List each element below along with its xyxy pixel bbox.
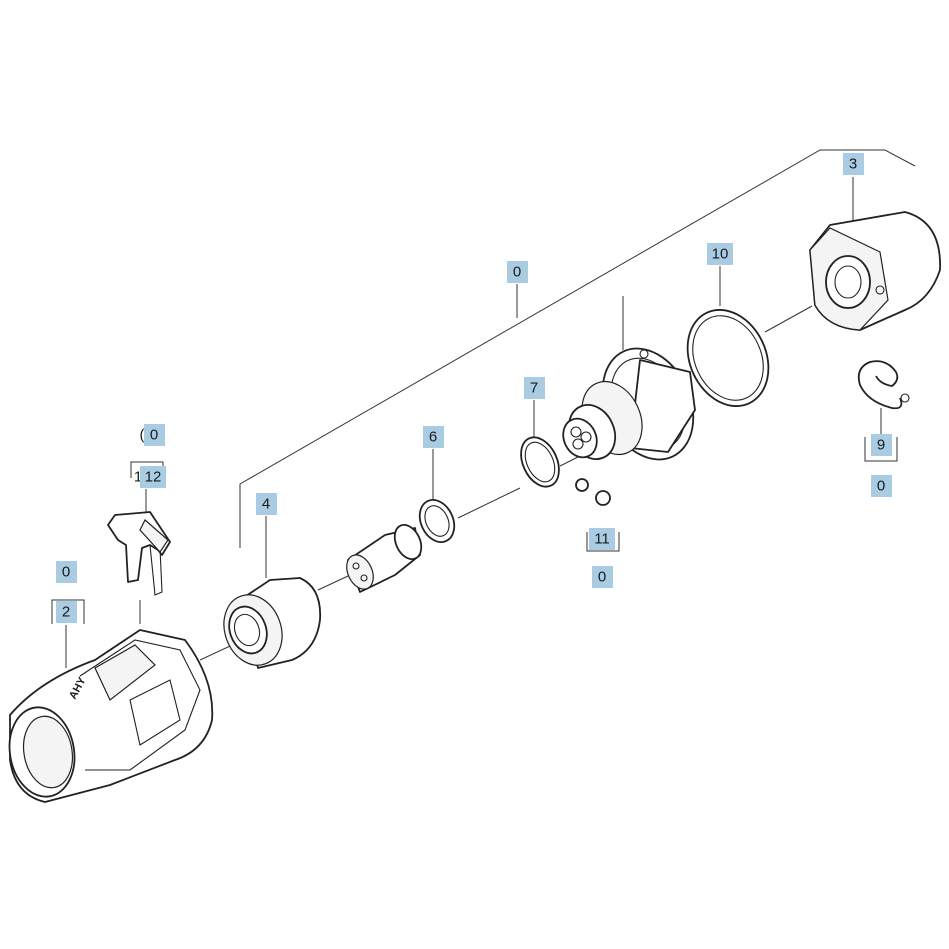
svg-text:0: 0 [62, 564, 70, 581]
part-union-nut [223, 577, 322, 669]
callout-2-top: 0 [56, 561, 77, 583]
svg-text:11: 11 [594, 531, 610, 548]
callout-12: 1 12 [134, 466, 166, 488]
callout-9: 9 [871, 434, 892, 456]
callout-11: 11 [589, 528, 615, 550]
leader-lines [51, 149, 916, 668]
svg-text:7: 7 [530, 380, 538, 397]
svg-text:4: 4 [262, 496, 270, 513]
callout-9-sub: 0 [871, 475, 892, 497]
svg-text:(: ( [140, 427, 145, 444]
callout-12-top: ( 0 [140, 424, 165, 446]
part-nozzle-insert [346, 524, 423, 593]
callout-7: 7 [524, 377, 545, 399]
svg-text:9: 9 [877, 437, 885, 454]
svg-text:0: 0 [513, 264, 521, 281]
callout-4: 4 [256, 493, 277, 515]
svg-text:6: 6 [429, 429, 437, 446]
svg-text:12: 12 [145, 469, 162, 486]
callout-0-main: 0 [507, 261, 528, 283]
part-large-o-ring [686, 309, 770, 407]
part-o-ring-6 [418, 499, 456, 543]
part-snap-ring [857, 360, 910, 410]
svg-text:1: 1 [134, 469, 142, 486]
callout-2: 2 [56, 601, 77, 623]
callout-10: 10 [707, 243, 733, 265]
part-housing [8, 629, 214, 803]
svg-text:0: 0 [877, 478, 885, 495]
part-clip [107, 511, 171, 596]
part-valve-body [562, 347, 696, 461]
svg-text:0: 0 [598, 569, 606, 586]
svg-text:3: 3 [849, 156, 857, 173]
callout-6: 6 [423, 426, 444, 448]
callout-11-sub: 0 [592, 566, 613, 588]
callout-3: 3 [843, 153, 864, 175]
part-end-nut [809, 211, 941, 331]
part-balls [575, 478, 611, 506]
svg-text:10: 10 [712, 246, 729, 263]
svg-text:2: 2 [62, 604, 70, 621]
part-o-ring-7 [520, 436, 560, 488]
svg-text:0: 0 [150, 427, 158, 444]
